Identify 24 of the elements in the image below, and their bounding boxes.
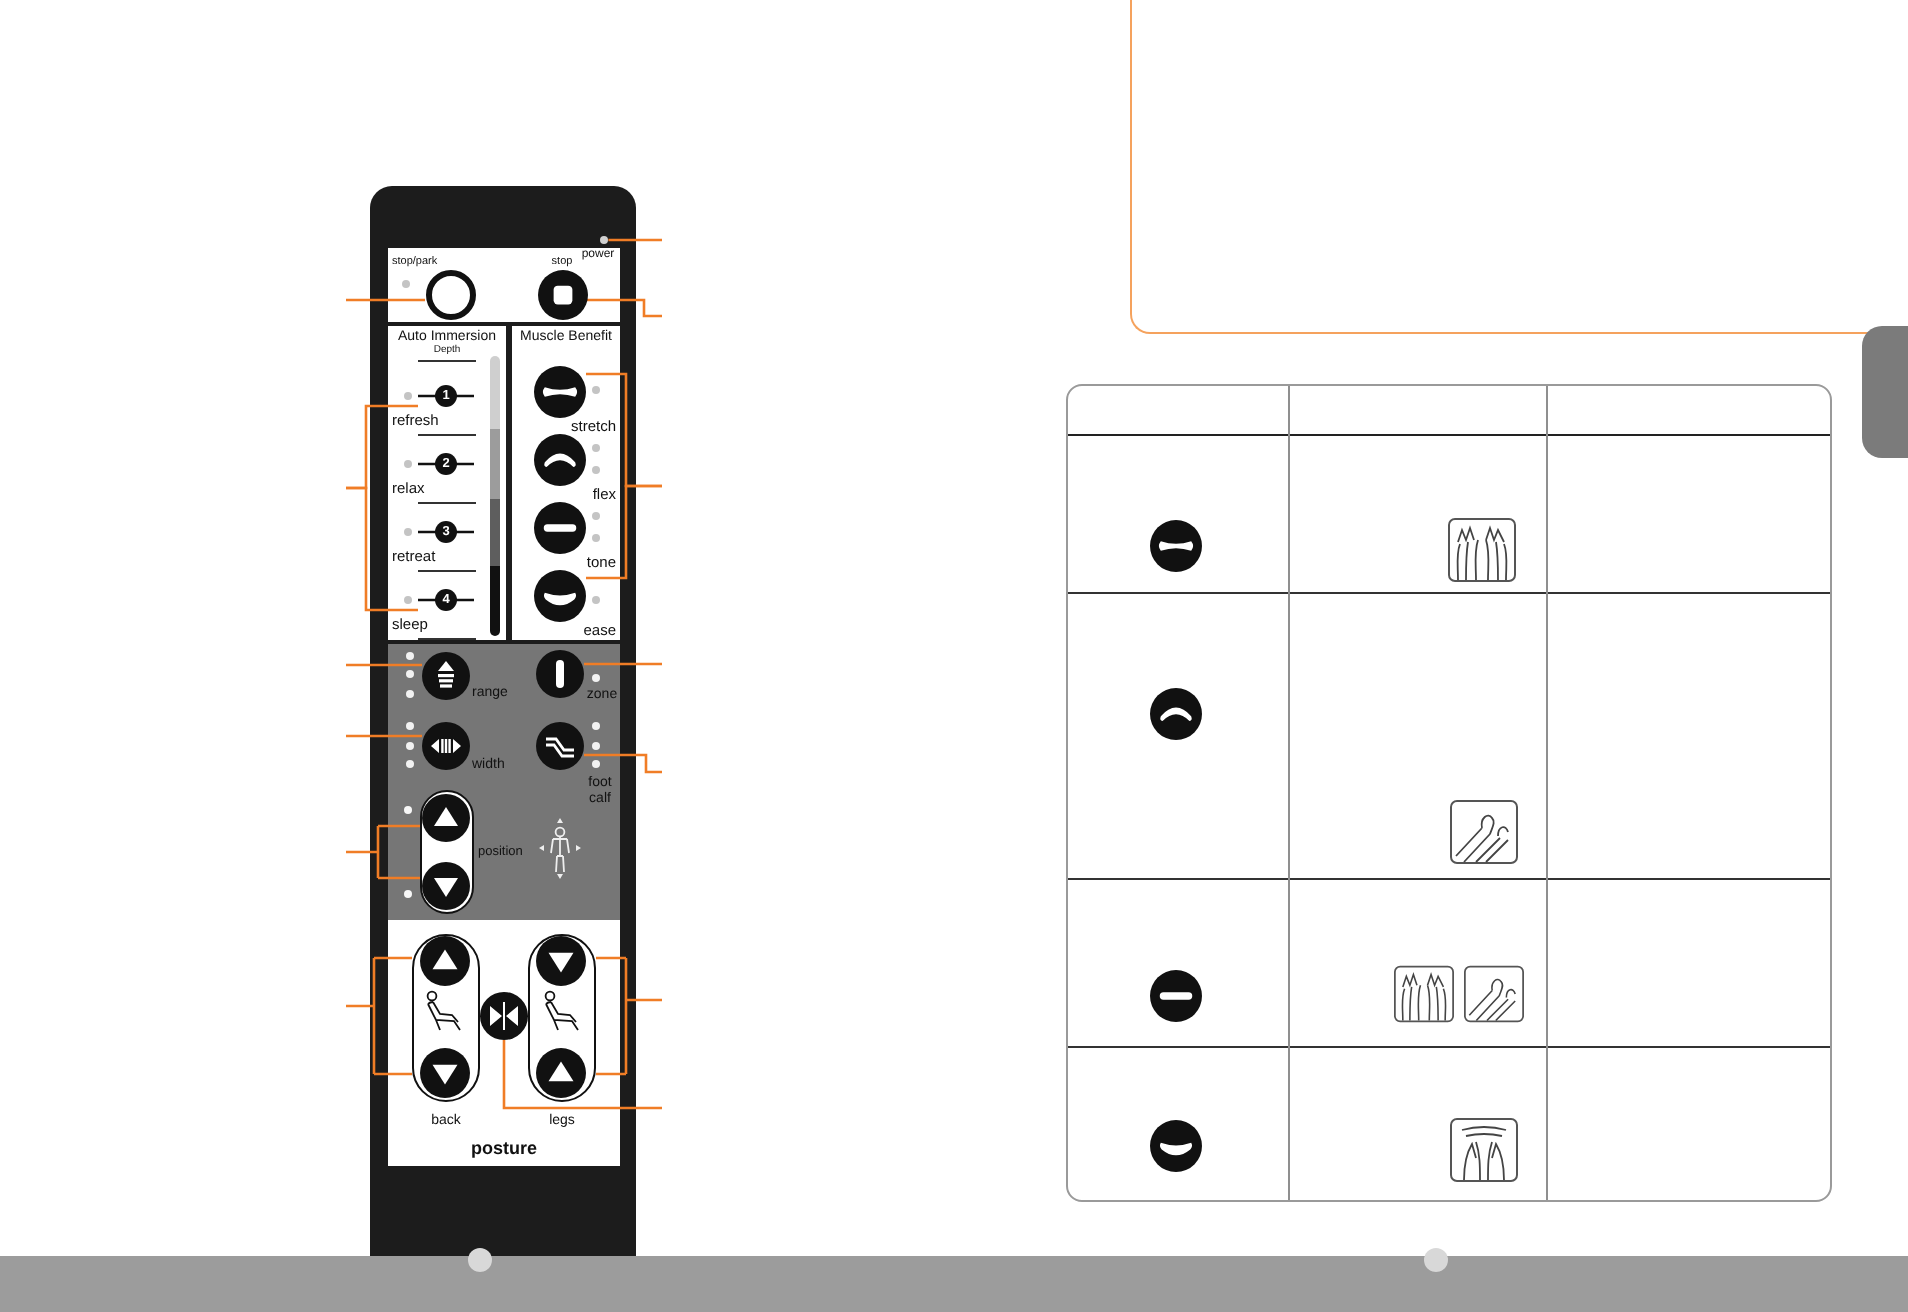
leader-line — [584, 753, 662, 774]
arrow-down-button — [536, 936, 586, 986]
rocker-switch — [528, 934, 596, 1102]
arrow-down-button — [422, 861, 470, 909]
arrow-down-button — [420, 1048, 470, 1098]
leader-line — [584, 662, 662, 666]
leader-line — [608, 238, 662, 242]
leader-line — [346, 298, 425, 302]
indicator-light-icon — [599, 235, 609, 245]
leader-line — [346, 734, 422, 738]
rocker-switch — [420, 790, 474, 914]
arrow-up-button — [536, 1048, 586, 1098]
leader-line — [586, 484, 662, 580]
arrow-up-button — [420, 936, 470, 986]
leader-line — [344, 956, 414, 1076]
section-heading: posture — [471, 1137, 537, 1159]
leader-line — [346, 663, 422, 667]
leader-line — [346, 486, 418, 612]
leader-line — [344, 824, 422, 880]
leader-line — [502, 1040, 662, 1110]
arrow-up-button — [422, 793, 470, 841]
leader-line — [587, 298, 662, 318]
rocker-switch — [412, 934, 480, 1102]
leader-line — [594, 956, 664, 1076]
